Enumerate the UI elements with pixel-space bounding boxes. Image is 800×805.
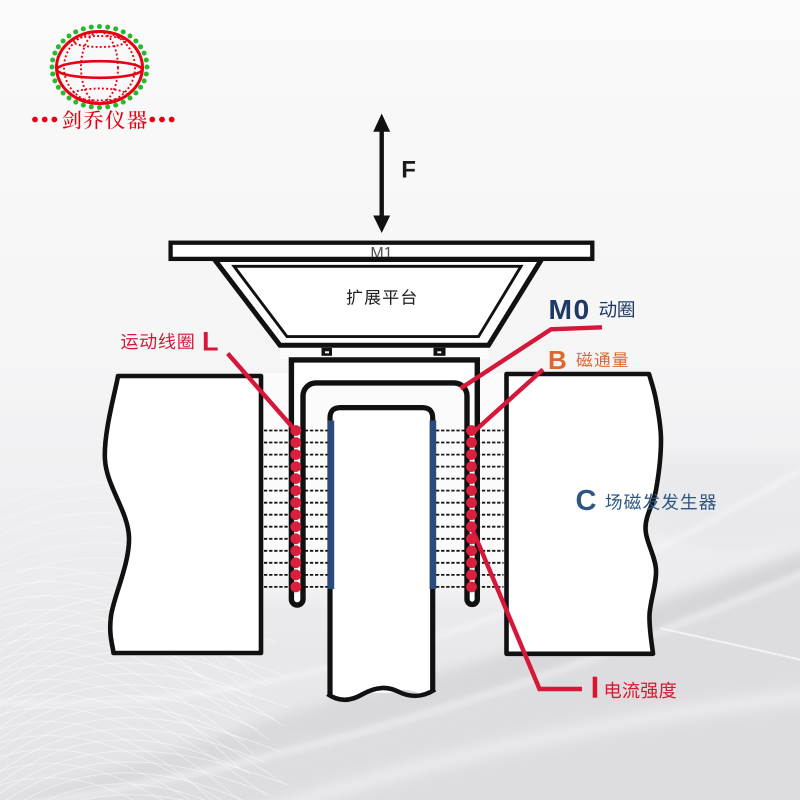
svg-text:L: L <box>202 327 219 357</box>
svg-text:B: B <box>548 345 567 375</box>
svg-text:F: F <box>401 157 416 184</box>
svg-text:C: C <box>576 485 597 517</box>
svg-text:M0: M0 <box>549 293 591 325</box>
